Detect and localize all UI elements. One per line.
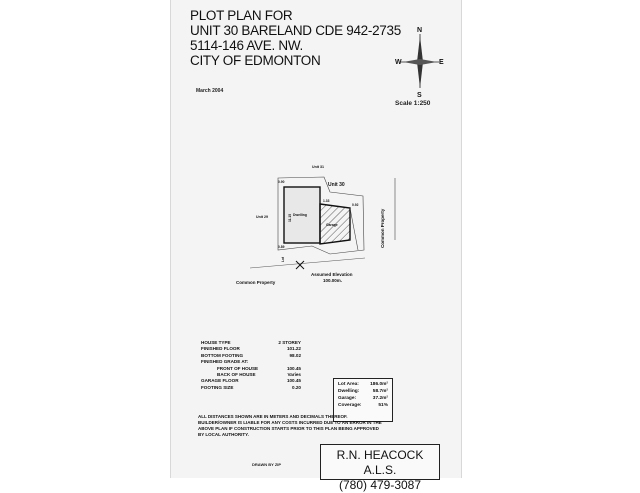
lot-stat-label: Lot Area: <box>338 382 359 387</box>
lot-stat-value: 186.0m² <box>370 382 388 387</box>
spec-row: FRONT OF HOUSE 100.45 <box>201 366 301 372</box>
compass-west: W <box>395 59 402 66</box>
spec-label: BACK OF HOUSE <box>217 372 256 378</box>
lot-stat-row: Dwelling: 58.7m² <box>338 388 388 395</box>
spec-row: HOUSE TYPE 2 STOREY <box>201 340 301 346</box>
spec-value: 100.45 <box>286 365 301 371</box>
lot-stat-label: Dwelling: <box>338 389 360 394</box>
unit-divider-line <box>349 207 359 251</box>
lot-stat-label: Garage: <box>338 396 357 401</box>
compass-south: S <box>417 92 422 98</box>
spec-value: Varies <box>287 372 301 378</box>
common-property-boundary <box>249 257 366 269</box>
spec-value: 101.22 <box>286 346 301 352</box>
lot-stat-value: 58.7m² <box>372 389 388 394</box>
spec-label: FOOTING SIZE <box>201 384 234 390</box>
title-line-2: UNIT 30 BARELAND CDE 942-2735 <box>190 23 401 38</box>
compass-east: E <box>439 59 444 66</box>
dim-left: 11.15 <box>288 214 292 222</box>
spec-row: FINISHED GRADE AT: <box>201 359 301 365</box>
spec-value: 100.45 <box>286 378 301 384</box>
spec-row: BACK OF HOUSE Varies <box>201 372 301 378</box>
label-garage: Garage <box>326 223 338 227</box>
note-line: BY LOCAL AUTHORITY. <box>198 432 249 437</box>
spec-value: 98.02 <box>289 352 302 358</box>
dim-top: 1.33 <box>323 199 330 203</box>
label-assumed-elevation: Assumed Elevation <box>311 272 353 277</box>
spec-value: 2 STOREY <box>278 340 301 345</box>
title-line-3: 5114-146 AVE. NW. <box>190 38 303 53</box>
plan-title: PLOT PLAN FOR UNIT 30 BARELAND CDE 942-2… <box>190 8 401 68</box>
surveyor-box: R.N. HEACOCK A.L.S. (780) 479-3087 <box>320 444 440 492</box>
spec-label: HOUSE TYPE <box>201 340 231 345</box>
label-unit-31: Unit 31 <box>312 165 324 169</box>
title-line-4: CITY OF EDMONTON <box>190 53 321 68</box>
lot-stat-row: Coverage: 51% <box>338 402 388 409</box>
title-line-1: PLOT PLAN FOR <box>190 8 293 23</box>
spec-label: FINISHED FLOOR <box>201 346 240 352</box>
plan-scale: Scale 1:250 <box>395 100 431 107</box>
lot-stat-label: Coverage: <box>338 403 362 408</box>
spec-label: FINISHED GRADE AT: <box>201 359 249 365</box>
elevation-marker-icon <box>295 260 305 270</box>
spec-value: 0.20 <box>292 384 301 390</box>
spec-row: GARAGE FLOOR 100.45 <box>201 378 301 384</box>
compass-north: N <box>417 27 422 34</box>
label-dwelling: Dwelling <box>293 213 307 217</box>
label-unit-30: Unit 30 <box>328 182 345 188</box>
spec-row: FINISHED FLOOR 101.22 <box>201 346 301 352</box>
label-unit-29: Unit 29 <box>256 215 268 219</box>
spec-label: BOTTOM FOOTING <box>201 352 244 358</box>
note-line: BUILDER/OWNER IS LIABLE FOR ANY COSTS IN… <box>198 420 382 425</box>
note-line: ALL DISTANCES SHOWN ARE IN METERS AND DE… <box>198 414 348 419</box>
label-elevation-value: 100.00m. <box>323 278 342 283</box>
label-common-property-right: Common Property <box>380 208 385 248</box>
dim-bottom-left: 0.89 <box>278 245 285 249</box>
surveyor-name: R.N. HEACOCK A.L.S. <box>336 448 424 477</box>
spec-row: FOOTING SIZE 0.20 <box>201 385 301 391</box>
plan-date: March 2004 <box>196 88 224 94</box>
lot-statistics-box: Lot Area: 186.0m² Dwelling: 58.7m² Garage:… <box>333 378 393 422</box>
note-line: ABOVE PLAN IF CONSTRUCTION STARTS PRIOR … <box>198 426 379 431</box>
lot-stat-row: Garage: 37.2m² <box>338 395 388 402</box>
label-common-property-bottom: Common Property <box>236 280 276 285</box>
garage-outline <box>319 203 351 245</box>
site-plan-drawing: Unit 31 Unit 30 Unit 29 Common Property … <box>236 165 396 285</box>
plan-notes: ALL DISTANCES SHOWN ARE IN METERS AND DE… <box>198 414 443 438</box>
dwelling-outline <box>283 186 321 244</box>
drawn-by: DRAWN BY ZIP <box>252 462 282 467</box>
lot-stat-value: 51% <box>378 403 388 408</box>
dim-right: 0.92 <box>352 203 359 207</box>
lot-boundary <box>277 176 365 255</box>
dim-top-left: 0.90 <box>278 180 285 184</box>
compass-rose-icon: N S W E <box>395 27 444 98</box>
lot-stat-value: 37.2m² <box>372 396 388 401</box>
spec-label: GARAGE FLOOR <box>201 378 239 384</box>
dim-lot: Lot <box>281 256 285 262</box>
surveyor-phone: (780) 479-3087 <box>338 478 422 492</box>
lot-stat-row: Lot Area: 186.0m² <box>338 381 388 388</box>
spec-row: BOTTOM FOOTING 98.02 <box>201 353 301 359</box>
spec-label: FRONT OF HOUSE <box>217 365 259 371</box>
